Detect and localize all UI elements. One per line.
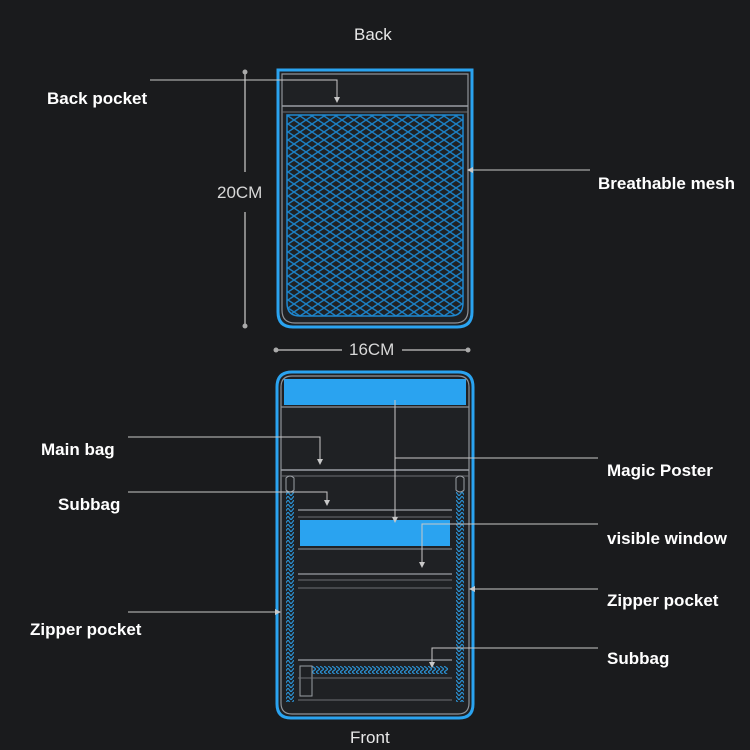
height-dimension: [242, 69, 248, 329]
front-leaders: [128, 400, 598, 668]
subbag-right-label: Subbag: [607, 649, 670, 668]
height-dimension-label: 20CM: [217, 183, 263, 202]
visible-window-label: visible window: [607, 529, 727, 548]
main-bag-label: Main bag: [41, 440, 115, 459]
back-pocket-label: Back pocket: [47, 89, 148, 108]
back-title: Back: [354, 25, 392, 44]
front-title: Front: [350, 728, 390, 747]
right-zipper: [456, 480, 464, 702]
width-dimension: [273, 347, 471, 353]
bottom-zipper: [308, 666, 448, 674]
breathable-mesh-panel: [286, 114, 464, 317]
subbag-left-label: Subbag: [58, 495, 121, 514]
magic-poster-strip: [284, 379, 466, 405]
magic-poster-label: Magic Poster: [607, 461, 713, 480]
left-zipper: [286, 480, 294, 702]
width-dimension-label: 16CM: [349, 340, 395, 359]
zipper-pocket-right-label: Zipper pocket: [607, 591, 719, 610]
zipper-pocket-left-label: Zipper pocket: [30, 620, 142, 639]
back-view: [276, 68, 474, 329]
breathable-mesh-label: Breathable mesh: [598, 174, 735, 193]
front-view: [275, 370, 475, 720]
back-leaders: [150, 79, 590, 173]
